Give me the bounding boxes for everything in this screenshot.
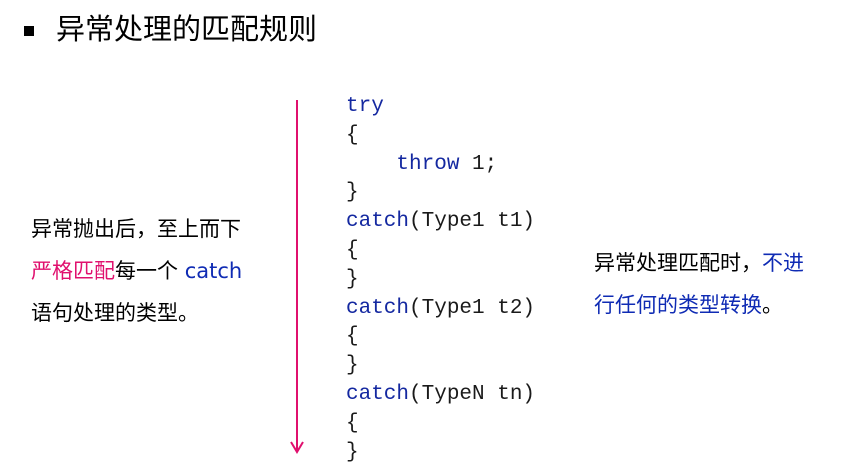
left-annotation-line-1: 异常抛出后，至上而下 (31, 217, 241, 241)
code-text: } (346, 440, 359, 464)
code-line: try (346, 93, 535, 122)
code-line: } (346, 439, 535, 468)
code-line: { (346, 237, 535, 266)
code-line: { (346, 122, 535, 151)
left-annotation-line-2: 严格匹配每一个 catch (31, 250, 242, 292)
code-line: } (346, 352, 535, 381)
right-annotation-period: 。 (762, 293, 783, 317)
code-text: (Type1 t1) (409, 210, 536, 234)
right-annotation-line-2: 行任何的类型转换。 (594, 284, 804, 326)
code-keyword: catch (346, 296, 410, 320)
down-arrow-icon (290, 100, 304, 454)
right-annotation-line-1: 异常处理匹配时，不进 (594, 242, 804, 284)
code-keyword: try (346, 95, 384, 118)
code-text: } (346, 267, 359, 291)
code-keyword: catch (346, 210, 410, 234)
left-annotation-line-2-mid: 每一个 (115, 259, 185, 283)
slide-title: 异常处理的匹配规则 (56, 12, 318, 46)
code-text: (Type1 t2) (409, 296, 536, 320)
right-annotation: 异常处理匹配时，不进 行任何的类型转换。 (594, 242, 804, 326)
code-keyword: throw (396, 152, 460, 176)
code-text: (TypeN tn) (409, 382, 536, 406)
code-text: } (346, 354, 359, 378)
code-line: { (346, 323, 535, 352)
catch-keyword-label: catch (184, 259, 243, 283)
right-annotation-plain: 异常处理匹配时， (594, 251, 762, 275)
code-text: { (346, 325, 359, 349)
code-line: } (346, 179, 535, 208)
code-text: } (346, 181, 359, 205)
no-conversion-highlight-2: 行任何的类型转换 (594, 293, 762, 317)
code-line: throw 1; (346, 151, 535, 180)
strict-match-highlight: 严格匹配 (31, 259, 115, 283)
code-text: { (346, 411, 359, 435)
code-text: 1; (459, 152, 498, 176)
code-line: catch(Type1 t1) (346, 208, 535, 237)
no-conversion-highlight-1: 不进 (762, 251, 804, 275)
left-annotation-line-3: 语句处理的类型。 (31, 301, 199, 325)
code-keyword: catch (346, 382, 410, 406)
code-line: catch(TypeN tn) (346, 381, 535, 410)
code-line: } (346, 266, 535, 295)
code-text: { (346, 123, 359, 147)
code-line: catch(Type1 t2) (346, 295, 535, 324)
square-bullet-icon (24, 26, 34, 36)
code-line: { (346, 410, 535, 439)
code-block: try{ throw 1;}catch(Type1 t1){}catch(Typ… (346, 93, 535, 467)
left-annotation: 异常抛出后，至上而下 严格匹配每一个 catch 语句处理的类型。 (31, 208, 242, 334)
code-text: { (346, 238, 359, 262)
